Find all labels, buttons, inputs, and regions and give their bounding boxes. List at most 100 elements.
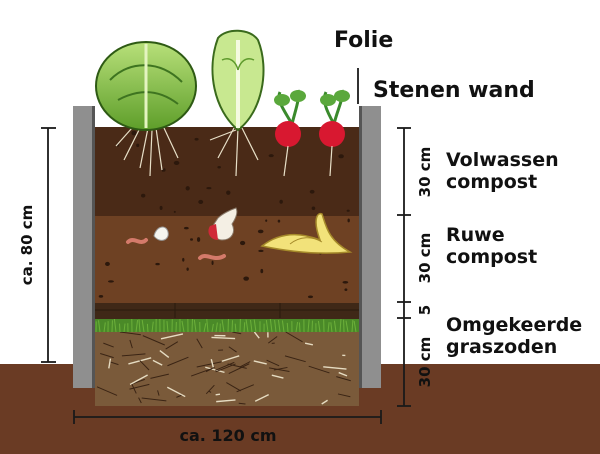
grass-blade — [265, 320, 269, 333]
root-strand — [338, 371, 348, 377]
grass-strip — [95, 318, 359, 332]
root-strand — [284, 355, 306, 363]
root-strand — [210, 358, 214, 368]
speckle — [159, 205, 163, 210]
grass-blade — [277, 319, 281, 333]
root-strand — [269, 367, 290, 372]
root-strand — [196, 361, 222, 368]
radish-icon — [319, 89, 350, 177]
root-strand — [205, 384, 215, 395]
root-strand — [215, 363, 236, 373]
grass-blade — [281, 320, 285, 333]
root-strand — [205, 366, 215, 373]
foil-left — [92, 106, 95, 388]
speckle — [190, 238, 193, 241]
grass-blade — [327, 322, 330, 333]
root-strand — [131, 378, 145, 385]
root-strand — [100, 353, 114, 359]
grass-blade — [353, 320, 357, 333]
root-strand — [273, 366, 288, 371]
layer-sods-height: 30 cm — [416, 337, 434, 388]
root-strand — [228, 363, 250, 375]
speckle — [186, 267, 189, 271]
root-strand — [253, 331, 260, 339]
speckle — [338, 154, 344, 159]
stone-wall-left — [73, 106, 95, 388]
root-strand — [232, 331, 242, 335]
root-strand — [152, 359, 163, 366]
root-strand — [227, 363, 247, 369]
grass-blade — [345, 320, 349, 333]
total-height-label: ca. 80 cm — [18, 205, 36, 286]
paper-scrap-icon — [153, 226, 169, 241]
root-strand — [285, 331, 303, 343]
romaine-roots — [209, 127, 259, 177]
romaine-icon — [209, 29, 265, 177]
grass-blade — [181, 320, 185, 333]
grass-blade — [245, 319, 249, 333]
speckle — [277, 219, 281, 223]
sod-roots-layer — [95, 330, 359, 406]
root-strand — [215, 361, 235, 371]
band-texture — [95, 302, 359, 318]
speckle — [239, 240, 246, 246]
grass-blade — [253, 319, 257, 333]
root-strand — [271, 374, 284, 379]
grass-blade — [307, 319, 310, 333]
rough-compost-label-line1: Ruwe — [446, 224, 505, 246]
width-label: ca. 120 cm — [179, 426, 276, 445]
root-strand — [166, 386, 186, 398]
grass-blade — [330, 322, 333, 333]
grass-blade — [269, 318, 273, 333]
speckle — [260, 268, 264, 274]
sods-label-line2: graszoden — [446, 336, 557, 358]
root-strand — [216, 399, 236, 403]
root-strand — [239, 361, 251, 368]
root-strand — [129, 383, 150, 390]
speckle — [183, 226, 189, 230]
speckle — [342, 280, 349, 284]
stone-wall-label: Stenen wand — [373, 78, 535, 103]
root-strand — [211, 336, 236, 340]
layer-mature-height: 30 cm — [416, 147, 434, 198]
speckle — [307, 295, 314, 299]
speckle — [194, 137, 199, 141]
root-strand — [138, 397, 142, 404]
mature-compost-label-line1: Volwassen — [446, 149, 559, 171]
root-strand — [176, 394, 182, 398]
speckle — [136, 143, 140, 148]
root-strand — [129, 339, 133, 349]
rough-compost-label-line2: compost — [446, 246, 537, 268]
dimension-lines — [41, 68, 411, 424]
grass-blade — [274, 319, 277, 333]
grass-blade — [234, 323, 237, 333]
grass-blade — [339, 318, 342, 333]
speckle — [217, 166, 221, 169]
speckle — [309, 189, 315, 194]
grass-blade — [206, 317, 209, 333]
root-strand — [108, 358, 112, 369]
speckle — [141, 193, 146, 198]
banana-peel-icon — [260, 212, 353, 254]
layer-rough-height: 30 cm — [416, 233, 434, 284]
root-strand — [336, 376, 351, 382]
speckle — [105, 261, 110, 267]
speckle — [243, 276, 249, 281]
root-strand — [139, 360, 150, 371]
grass-blade — [211, 323, 214, 333]
grass-blade — [97, 320, 101, 333]
foil-label: Folie — [334, 28, 393, 53]
root-strand — [337, 393, 351, 398]
root-strand — [142, 335, 165, 346]
speckle — [226, 190, 231, 195]
speckle — [279, 199, 283, 204]
grass-blade — [286, 322, 289, 333]
sod-roots-texture — [96, 331, 351, 405]
root-strand — [159, 350, 170, 358]
radish-icon — [274, 89, 306, 177]
speckle — [173, 210, 176, 213]
speckle — [211, 260, 214, 266]
root-strand — [157, 390, 160, 396]
root-strand — [205, 366, 225, 374]
